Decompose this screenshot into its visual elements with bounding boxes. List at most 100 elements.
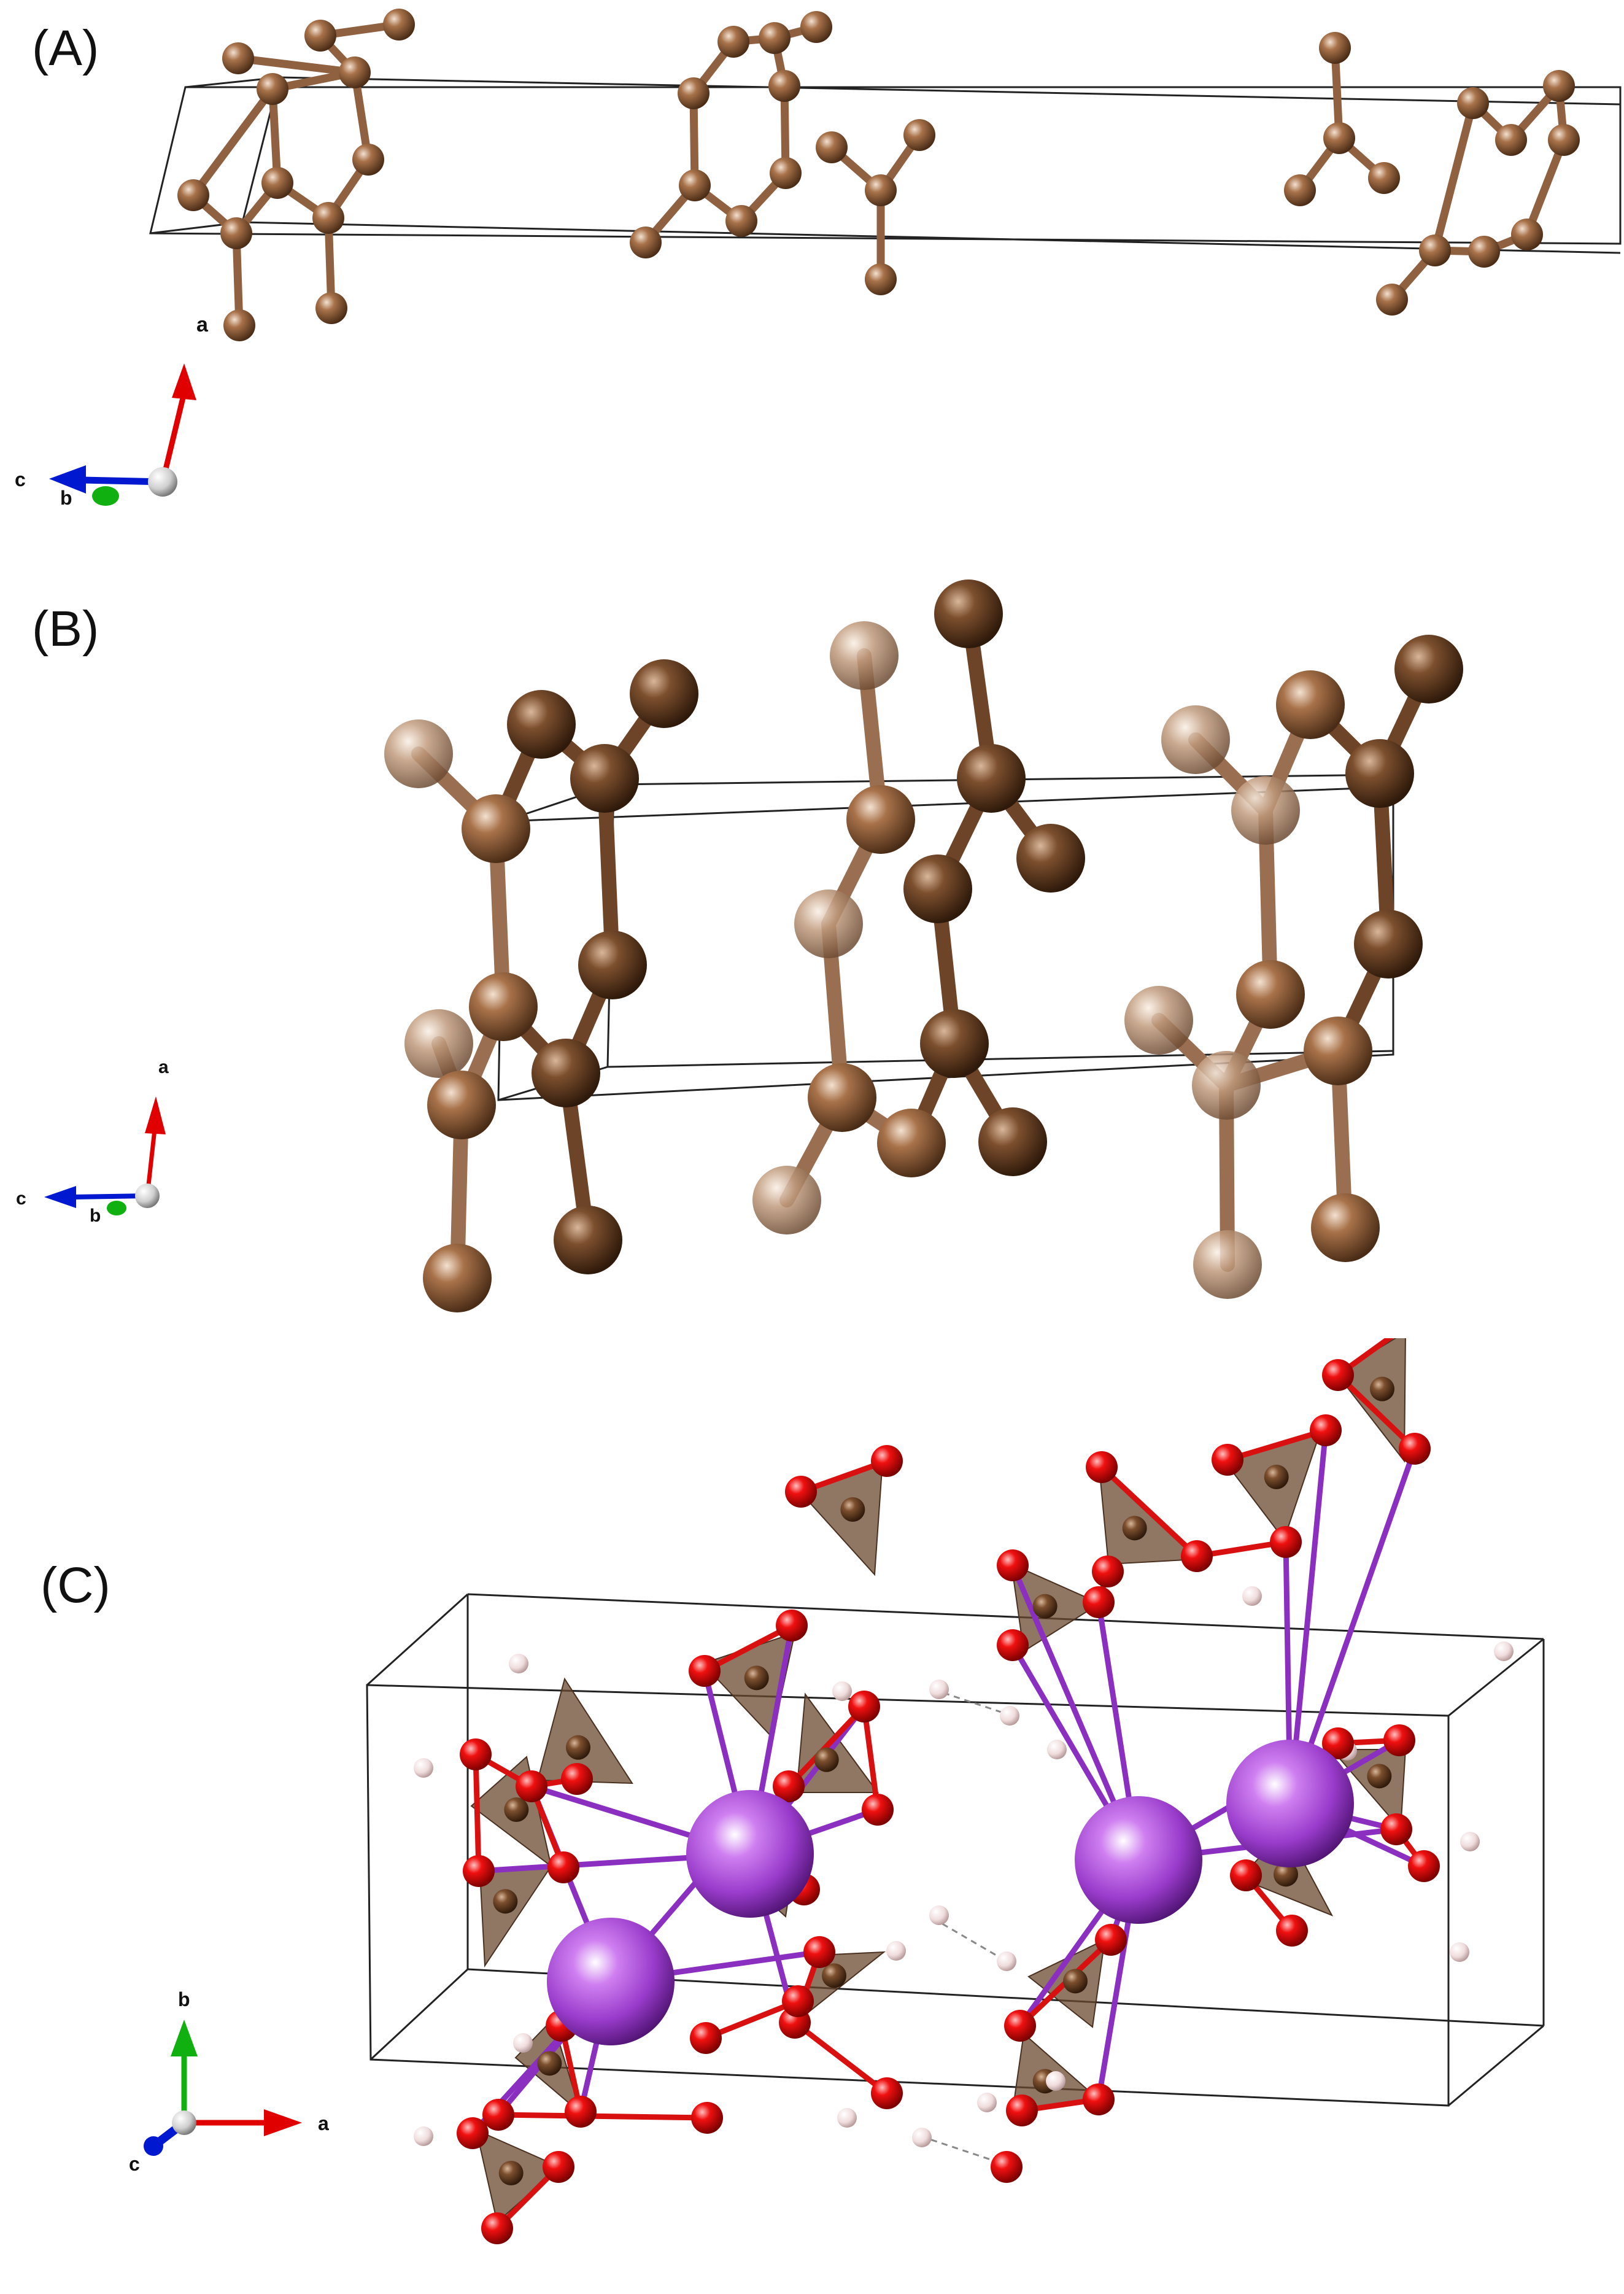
carbon-atom: [846, 785, 915, 854]
panel-b-structure: a b c: [16, 579, 1463, 1312]
oxygen-atom: [1399, 1433, 1431, 1465]
carbon-atom: [1124, 986, 1193, 1055]
carbon-atom: [1193, 1230, 1262, 1299]
unit-cell: [149, 76, 1622, 254]
carbon-atom: [814, 1747, 839, 1772]
carbon-atom: [1354, 910, 1423, 978]
hydrogen-atom: [1494, 1641, 1514, 1661]
oxygen-atom: [871, 2077, 903, 2109]
axis-b-arrow: [107, 1201, 126, 1215]
atoms: [414, 1359, 1514, 2244]
bond: [792, 2020, 890, 2096]
panel-b-label: (B): [32, 601, 99, 657]
carbon-atom: [816, 131, 848, 163]
axis-b-arrow: [92, 486, 119, 506]
hydrogen-atom: [1047, 1740, 1067, 1759]
carbon-atom: [678, 77, 710, 109]
oxygen-atom: [803, 1936, 835, 1968]
oxygen-atom: [785, 1476, 817, 1508]
oxygen-atom: [1095, 1924, 1127, 1956]
oxygen-atom: [1212, 1444, 1243, 1476]
hydrogen-atom: [513, 2033, 533, 2053]
carbon-atom: [554, 1206, 622, 1274]
bond: [861, 1703, 881, 1813]
carbon-atom: [566, 1735, 590, 1760]
oxygen-atom: [997, 1629, 1029, 1661]
carbon-atom: [1376, 284, 1408, 316]
carbon-atom: [427, 1071, 496, 1139]
oxygen-atom: [1310, 1414, 1342, 1446]
oxygen-atom: [1004, 2010, 1036, 2042]
axis-c-arrow: [44, 1186, 76, 1208]
oxygen-atom: [1181, 1540, 1213, 1572]
carbon-atom: [220, 217, 252, 249]
atoms: [384, 579, 1463, 1312]
carbon-atom: [1122, 1516, 1147, 1541]
bond: [1431, 99, 1477, 255]
axis-indicator: b a c: [129, 1988, 329, 2175]
bond: [234, 54, 359, 77]
bond: [189, 85, 277, 200]
carbon-atom: [808, 1063, 876, 1132]
carbon-atom: [1016, 824, 1085, 893]
carbon-atom: [1495, 124, 1527, 156]
oxygen-atom: [457, 2117, 489, 2149]
carbon-atom: [493, 1889, 518, 1914]
carbon-atom: [1063, 1969, 1088, 1994]
carbon-atom: [1370, 1376, 1394, 1401]
carbon-atom: [383, 9, 415, 41]
hydrogen-atom: [414, 2126, 433, 2146]
carbon-atom: [578, 931, 647, 999]
carbon-atom: [903, 119, 935, 151]
hydrogen-atom: [997, 1951, 1016, 1971]
axis-origin: [148, 467, 177, 497]
carbon-atom: [384, 719, 453, 788]
hydrogen-atom: [1000, 1706, 1019, 1726]
oxygen-atom: [460, 1738, 492, 1770]
carbon-atom: [504, 1797, 529, 1822]
carbon-atom: [800, 11, 832, 43]
carbon-atom: [352, 144, 384, 176]
carbon-atom: [1543, 70, 1575, 102]
carbon-atom: [469, 972, 538, 1041]
carbon-atom: [978, 1107, 1047, 1176]
carbon-atom: [1319, 32, 1351, 64]
axis-c-label: c: [16, 1188, 26, 1209]
carbon-atom: [752, 1166, 821, 1234]
oxygen-atom: [848, 1691, 880, 1722]
bond: [786, 1703, 867, 1789]
potassium-atom: [1075, 1796, 1202, 1924]
hydrogen-atom: [1450, 1942, 1469, 1962]
hydrogen-atom: [1046, 2071, 1065, 2091]
hydrogen-atom: [886, 1941, 906, 1961]
carbon-atom: [717, 26, 749, 58]
carbon-atom: [404, 1009, 473, 1078]
carbon-atom: [1367, 1764, 1392, 1789]
carbon-atom: [1419, 234, 1451, 266]
carbon-atom: [903, 854, 972, 923]
atoms: [177, 9, 1580, 341]
oxygen-atom: [1092, 1556, 1124, 1587]
carbon-atom: [1548, 124, 1580, 156]
axis-b-arrow: [171, 2020, 198, 2056]
oxygen-atom: [991, 2151, 1023, 2183]
carbon-atom: [1236, 960, 1305, 1029]
carbon-atom: [920, 1009, 989, 1078]
carbon-atom: [223, 309, 255, 341]
bond: [1099, 1464, 1200, 1559]
carbon-atom: [537, 2051, 562, 2076]
carbon-atom: [532, 1039, 600, 1107]
hydrogen-atom: [509, 1654, 528, 1673]
oxygen-atom: [561, 1763, 593, 1795]
potassium-atom: [1226, 1740, 1354, 1867]
carbon-atom: [934, 579, 1003, 648]
axis-b-label: b: [90, 1206, 101, 1226]
oxygen-atom: [691, 2102, 723, 2134]
carbon-atom: [1323, 122, 1355, 154]
carbon-atom: [1192, 1051, 1261, 1120]
carbon-atom: [1161, 705, 1230, 774]
oxygen-atom: [1408, 1850, 1440, 1882]
carbon-atom: [498, 2161, 524, 2185]
carbon-atom: [1311, 1193, 1380, 1262]
carbon-atom: [822, 1963, 846, 1988]
